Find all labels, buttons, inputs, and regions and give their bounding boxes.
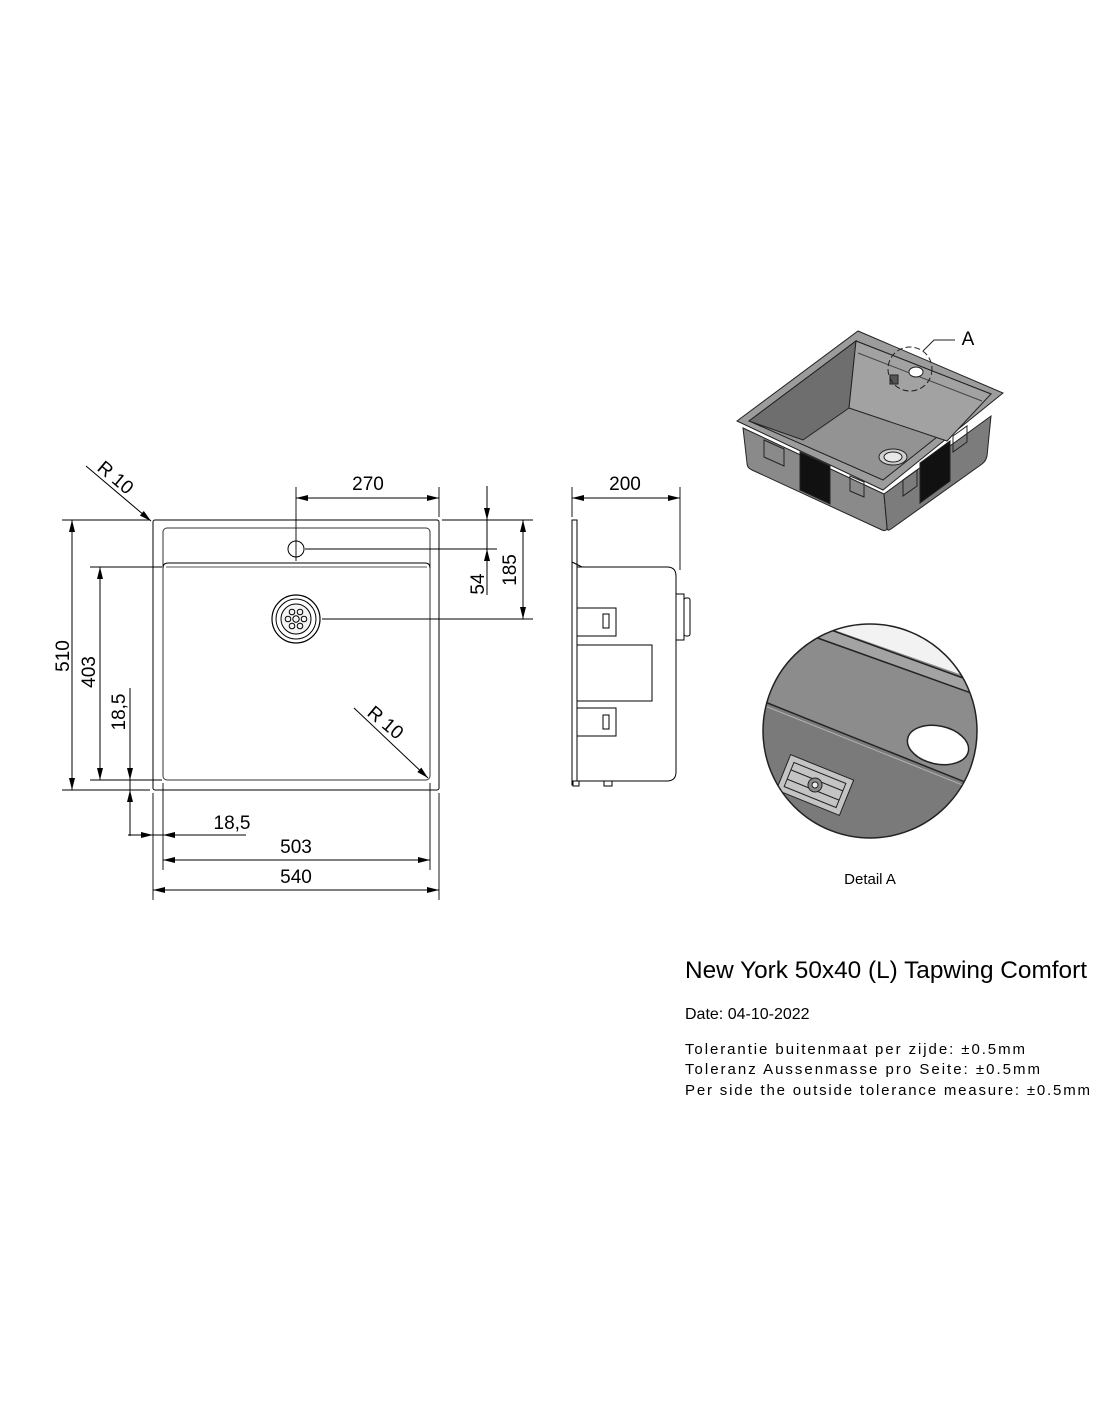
basin-top-edge xyxy=(162,562,431,569)
detail-step-highlight xyxy=(763,703,977,795)
tolerance-dutch: Tolerantie buitenmaat per zijde: ±0.5mm xyxy=(685,1041,1025,1058)
drain-slot-right xyxy=(919,440,951,504)
dim-label-18-5-vertical: 18,5 xyxy=(109,694,130,731)
drain-hole xyxy=(288,622,296,630)
side-flange xyxy=(571,519,578,786)
detail-callout-label: A xyxy=(962,329,975,350)
detail-overflow-grille xyxy=(775,753,855,817)
side-middle-block xyxy=(576,644,653,702)
tap-hole-iso xyxy=(908,366,924,378)
dim-label-54: 54 xyxy=(468,573,489,595)
side-clip-top-tab xyxy=(602,613,610,629)
drawing-date: Date: 04-10-2022 xyxy=(685,1006,810,1023)
tolerance-english: Per side the outside tolerance measure: … xyxy=(685,1082,1090,1099)
isometric-view xyxy=(736,330,1004,532)
dim-label-503: 503 xyxy=(280,837,312,858)
product-title: New York 50x40 (L) Tapwing Comfort xyxy=(685,957,1087,984)
drain-strainer xyxy=(280,603,312,635)
mounting-clip xyxy=(952,425,968,453)
overflow-opening xyxy=(889,374,899,385)
radius-leader-outer xyxy=(85,465,152,522)
dim-label-200: 200 xyxy=(609,474,641,495)
dim-label-270: 270 xyxy=(352,474,384,495)
drain-iso-strainer xyxy=(883,451,903,463)
drain-slot-left xyxy=(799,451,831,505)
drain-outer-ring xyxy=(271,594,321,644)
drain-hole xyxy=(296,608,304,616)
side-drain-outlet xyxy=(675,593,685,641)
detail-frame xyxy=(762,623,978,839)
side-clip-bottom xyxy=(576,707,617,737)
detail-caption: Detail A xyxy=(844,871,896,888)
dim-label-403: 403 xyxy=(79,656,100,688)
detail-callout-circle xyxy=(887,346,933,392)
drain-ring xyxy=(275,598,317,640)
detail-tap-hole xyxy=(906,724,970,766)
side-view xyxy=(571,519,691,787)
drain xyxy=(271,594,321,644)
dim-label-540: 540 xyxy=(280,867,312,888)
side-drain-cap xyxy=(683,597,691,637)
drain-hole xyxy=(296,622,304,630)
mounting-clip xyxy=(902,469,918,497)
drain-hole xyxy=(284,615,292,623)
tapwing-ledge-edge xyxy=(857,352,983,402)
side-body-shoulder xyxy=(571,561,583,568)
mounting-clip xyxy=(763,439,785,467)
dimension-lines xyxy=(69,465,680,893)
detail-basin-wall xyxy=(763,698,977,838)
drain-hole xyxy=(292,615,300,623)
drain-hole xyxy=(288,608,296,616)
drain-hole xyxy=(300,615,308,623)
tolerance-german: Toleranz Aussenmasse pro Seite: ±0.5mm xyxy=(685,1061,1040,1078)
radius-leader-basin xyxy=(353,707,429,779)
dim-label-18-5-horizontal: 18,5 xyxy=(214,813,251,834)
dim-label-510: 510 xyxy=(53,640,74,672)
side-clip-bottom-tab xyxy=(602,714,610,730)
dim-label-185: 185 xyxy=(500,554,521,586)
side-foot xyxy=(603,780,613,787)
flange-inner-edge xyxy=(162,527,431,781)
plan-view xyxy=(152,519,440,791)
side-foot xyxy=(572,780,580,787)
basin-back-right-wall xyxy=(848,340,992,442)
detail-callout-leader xyxy=(922,339,955,352)
mounting-clip xyxy=(849,475,865,498)
side-clip-top xyxy=(576,607,617,637)
